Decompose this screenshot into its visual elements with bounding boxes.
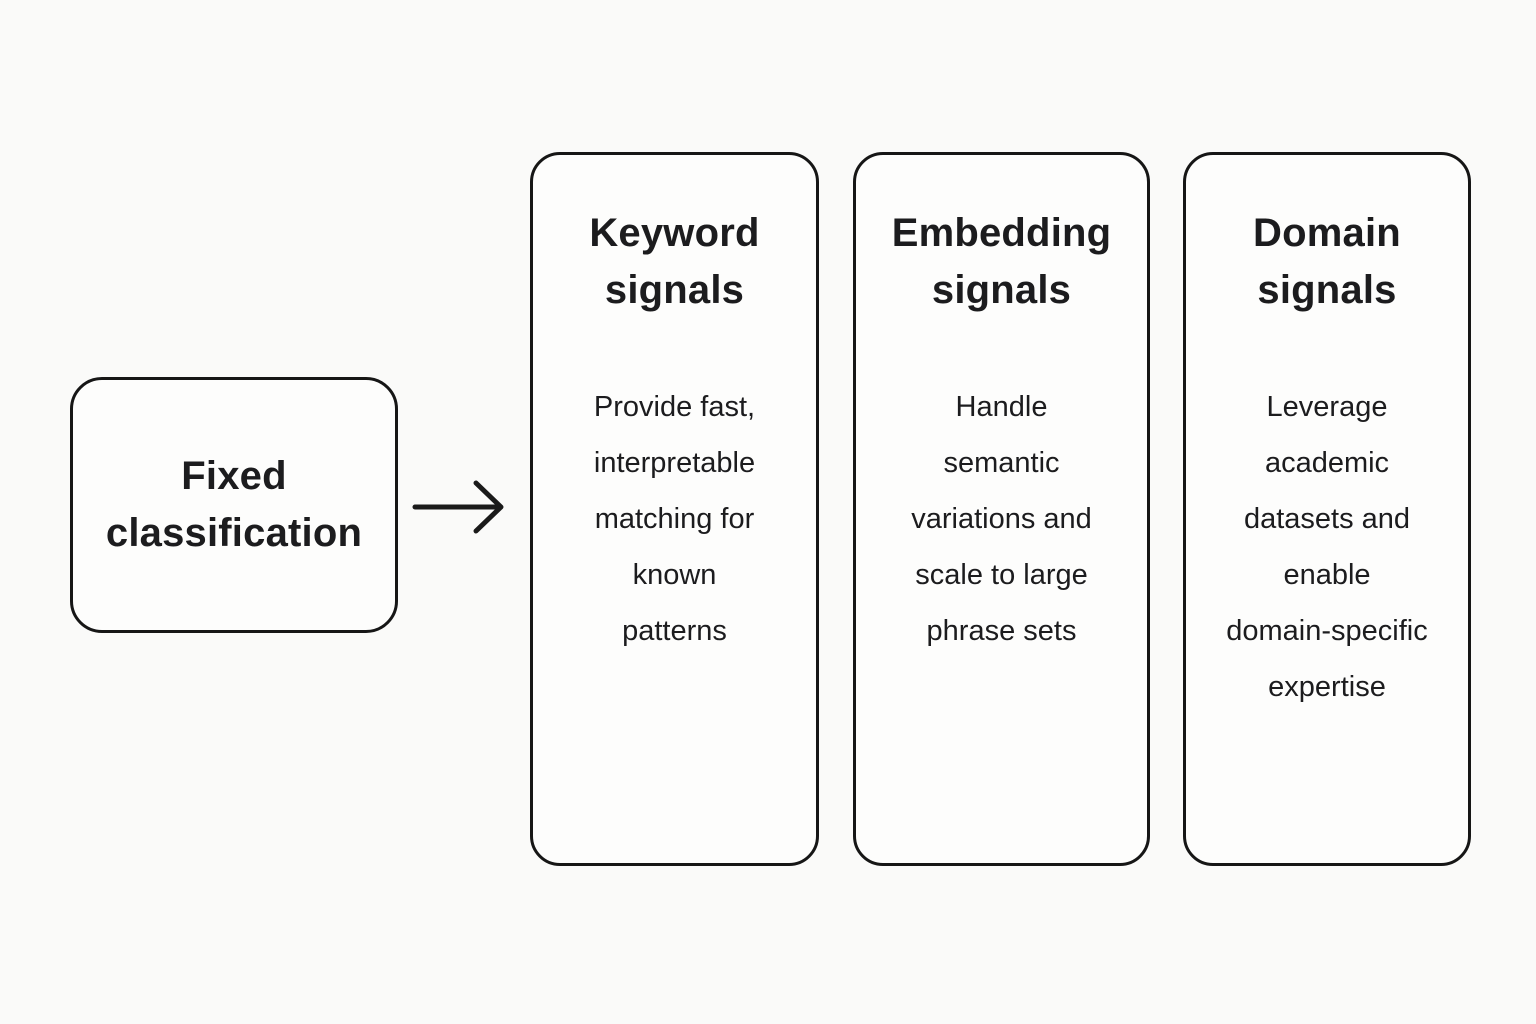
node-embedding-signals: Embedding signals Handle semantic variat… xyxy=(853,152,1150,866)
node-domain-signals-description: Leverage academic datasets and enable do… xyxy=(1226,391,1428,703)
node-domain-signals: Domain signals Leverage academic dataset… xyxy=(1183,152,1471,866)
node-keyword-signals-title: Keyword signals xyxy=(589,211,760,312)
node-keyword-signals-description: Provide fast, interpretable matching for… xyxy=(593,391,756,647)
node-keyword-signals: Keyword signals Provide fast, interpreta… xyxy=(530,152,819,866)
node-embedding-signals-title: Embedding signals xyxy=(891,211,1112,312)
node-fixed-classification: Fixed classification xyxy=(70,377,398,633)
node-domain-signals-title: Domain signals xyxy=(1253,211,1401,312)
arrow-right-icon xyxy=(412,480,504,534)
node-fixed-classification-label: Fixed classification xyxy=(105,454,363,555)
node-embedding-signals-description: Handle semantic variations and scale to … xyxy=(911,391,1092,647)
